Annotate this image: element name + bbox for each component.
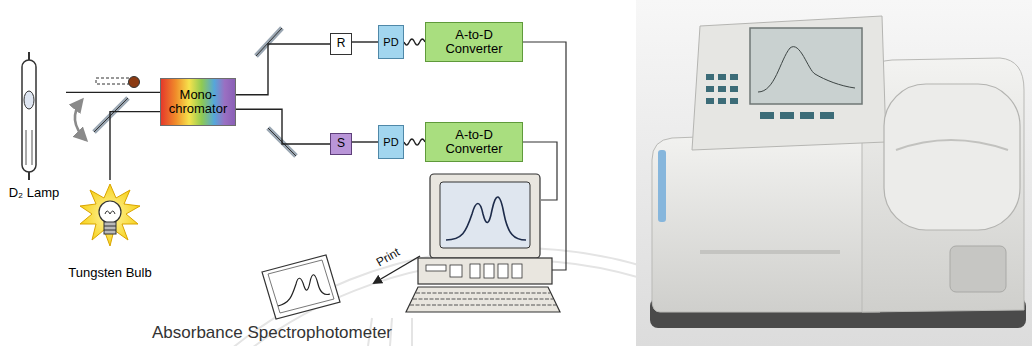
key: [718, 86, 726, 92]
printout: [262, 255, 420, 319]
deuterium-lamp: [22, 52, 36, 180]
drive-slot: [484, 264, 494, 278]
monochromator-box: Mono- chromator: [160, 78, 236, 126]
bulb-base: [104, 222, 116, 234]
key: [718, 74, 726, 80]
paper-spectrum: [278, 275, 330, 306]
photodiode-box: PD: [378, 25, 404, 59]
key: [718, 98, 726, 104]
converter-box: A-to-D Converter: [425, 22, 523, 62]
converter-box: A-to-D Converter: [425, 122, 523, 162]
node-label: A-to-D Converter: [426, 128, 522, 157]
key: [706, 74, 714, 80]
bulb-glass: [99, 201, 121, 223]
figure-caption: Absorbance Spectrophotometer: [152, 324, 392, 343]
mirror-edge: [94, 98, 128, 132]
mirror-pivot: [129, 77, 140, 88]
instrument-body: [862, 58, 1024, 312]
key: [730, 98, 738, 104]
monitor: [430, 174, 540, 258]
key: [820, 112, 834, 119]
mirror: [94, 98, 128, 132]
monitor-screen: [440, 182, 530, 248]
lamp-tube: [22, 60, 36, 172]
key: [706, 86, 714, 92]
screen-spectrum: [446, 197, 526, 240]
photodiode-box: PD: [378, 125, 404, 159]
body-seam: [700, 250, 840, 254]
photo-background: [636, 0, 1032, 346]
signal-wave: [404, 139, 425, 145]
key: [706, 98, 714, 104]
bulb-filament: [105, 211, 115, 214]
instrument-photo: [636, 0, 1032, 346]
drive-slot: [470, 264, 480, 278]
lamp-source: Tungsten Bulb: [58, 180, 162, 280]
lamp-electrode: [32, 130, 33, 165]
key: [730, 86, 738, 92]
paper-frame: [268, 260, 334, 313]
key: [780, 112, 794, 119]
light-beam: [110, 112, 160, 180]
bulb-glow: [80, 184, 140, 246]
lamp-pin: [28, 172, 30, 180]
key: [760, 112, 774, 119]
drive-slot: [450, 265, 462, 277]
drive-slot: [498, 264, 508, 278]
drive-slot: [426, 265, 446, 271]
node-label: D₂ Lamp: [9, 186, 60, 200]
beam-mirrors: [256, 28, 296, 156]
computer: [406, 174, 560, 312]
node-label: R: [337, 37, 346, 50]
screen-trace: [758, 47, 855, 92]
computer-case: [418, 258, 552, 284]
lamp-bulb: [24, 91, 34, 109]
panel-screen: [750, 28, 862, 104]
node-label: Tungsten Bulb: [68, 266, 151, 280]
bulb-thread: [104, 230, 116, 231]
key: [800, 112, 814, 119]
key: [730, 74, 738, 80]
sample-lid: [884, 84, 1020, 230]
rotation-arrow: [75, 100, 86, 140]
light-beam: [66, 92, 160, 93]
signal-wave: [404, 39, 425, 45]
lamp-electrode: [26, 130, 27, 165]
keyboard: [406, 287, 560, 312]
light-beam: [352, 41, 378, 42]
lamp-source: D₂ Lamp: [2, 50, 66, 200]
reference-cell: R: [330, 33, 352, 55]
node-label: A-to-D Converter: [426, 28, 522, 57]
lamp-pin: [28, 52, 30, 60]
instrument-body: [652, 130, 880, 312]
drive-slot: [512, 264, 522, 278]
sample-cell: S: [330, 133, 352, 155]
node-label: PD: [383, 136, 398, 148]
lid-contour: [896, 140, 1008, 150]
tungsten-bulb: [80, 184, 140, 246]
front-stripe: [658, 150, 666, 222]
node-label: Mono- chromator: [161, 88, 235, 117]
bulb-thread: [104, 226, 116, 227]
mirror-edge: [256, 28, 282, 56]
light-beam: [352, 141, 378, 142]
keyboard-keys: [410, 293, 556, 305]
watermark-tick: [411, 318, 413, 346]
node-label: S: [337, 137, 345, 150]
light-beam: [236, 44, 330, 95]
front-recess: [950, 246, 1006, 292]
paper-sheet: [262, 255, 340, 319]
mirror-alt-position: [96, 78, 130, 84]
mirror: [256, 28, 282, 56]
node-label: PD: [383, 36, 398, 48]
light-beam: [236, 109, 330, 144]
keypad: [706, 74, 834, 119]
control-panel: [692, 16, 886, 150]
flip-mirror: [75, 77, 140, 141]
